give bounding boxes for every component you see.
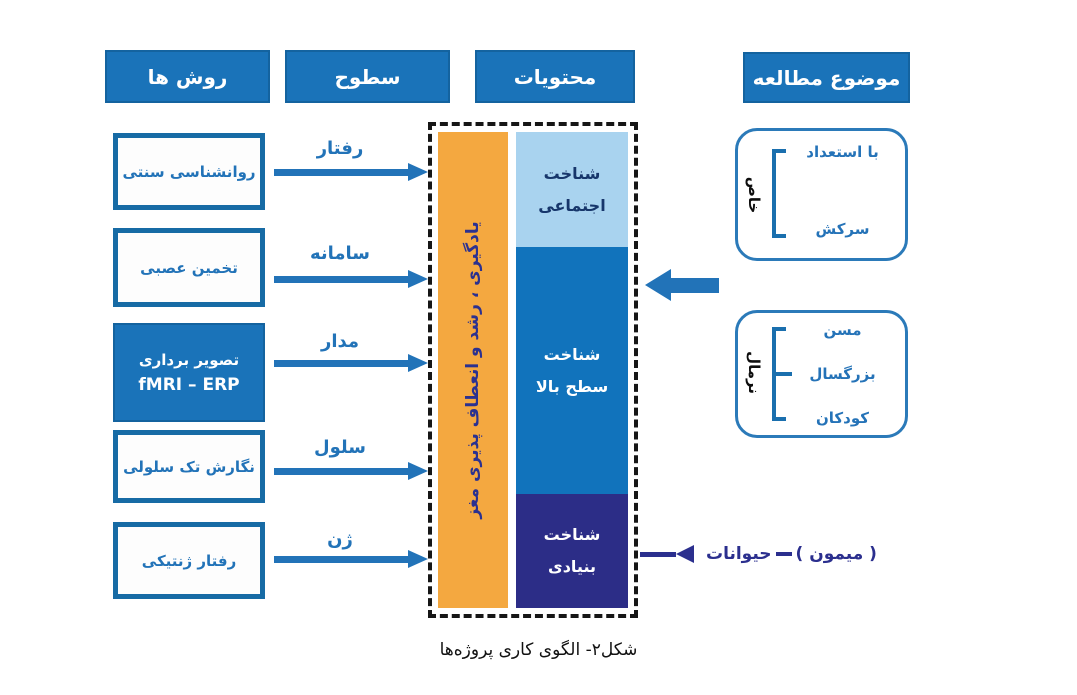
segment-line: شناخت [543,344,601,364]
arrow-right-behavior-icon [274,163,428,181]
animals-label: حیوانات [706,544,772,564]
header-study-subject: موضوع مطالعه [743,52,910,103]
bracket-icon [772,149,786,238]
arrow-left-subjects-icon [645,269,719,301]
cognition-segments: شناخت اجتماعی شناخت سطح بالا شناخت بنیاد… [516,132,628,608]
segment-line: اجتماعی [538,195,606,215]
figure-caption: شکل۲- الگوی کاری پروژه‌ها [439,640,638,660]
level-label-behavior: رفتار [316,138,364,159]
subject-box-normal: نرمال مسن بزرگسال کودکان [735,310,908,438]
subject-side-label-normal: نرمال [745,351,763,394]
header-levels: سطوح [285,50,450,103]
subject-item-elderly: مسن [823,321,862,339]
method-label: تخمین عصبی [140,258,238,277]
subject-item-children: کودکان [816,409,869,427]
arrow-left-animals-icon [640,545,694,563]
method-label: نگارش تک سلولی [123,457,255,476]
arrow-right-system-icon [274,270,428,288]
monkey-label: ( میمون ) [795,544,877,564]
method-box-neural-estimation: تخمین عصبی [113,228,265,307]
header-contents: محتویات [475,50,635,103]
contents-dashed-box: یادگیری ، رشد و انعطاف پذیری مغز شناخت ا… [428,122,638,618]
arrow-right-gene-icon [274,550,428,568]
method-label: تصویر برداری [138,350,240,369]
method-label: روانشناسی سنتی [122,162,256,181]
subject-item-adult: بزرگسال [809,365,876,383]
segment-high-level-cognition: شناخت سطح بالا [516,247,628,494]
segment-fundamental-cognition: شناخت بنیادی [516,494,628,608]
segment-line: سطح بالا [535,376,609,396]
bracket-middle-tick-icon [776,372,792,376]
connector-dash-icon [775,552,792,556]
level-label-gene: ژن [327,529,353,550]
method-box-traditional-psychology: روانشناسی سنتی [113,133,265,210]
subject-box-special: خاص با استعداد سرکش [735,128,908,261]
header-methods: روش ها [105,50,270,103]
learning-plasticity-bar: یادگیری ، رشد و انعطاف پذیری مغز [438,132,508,608]
learning-plasticity-label: یادگیری ، رشد و انعطاف پذیری مغز [463,221,483,519]
subject-side-label-special: خاص [745,176,763,213]
segment-line: شناخت [543,163,601,183]
bracket-icon [772,327,786,421]
segment-social-cognition: شناخت اجتماعی [516,132,628,247]
subject-item-gifted: با استعداد [806,143,879,161]
segment-line: بنیادی [548,557,596,576]
level-label-circuit: مدار [320,331,360,352]
method-box-genetic-behavior: رفتار ژنتیکی [113,522,265,599]
method-box-imaging: تصویر برداری fMRI – ERP [113,323,265,422]
arrow-right-circuit-icon [274,354,428,372]
animals-row: ( میمون ) حیوانات [640,536,940,572]
level-label-system: سامانه [309,243,371,264]
level-label-cell: سلول [314,437,366,458]
method-label: رفتار ژنتیکی [141,551,237,570]
segment-line: شناخت [543,525,601,544]
arrow-right-cell-icon [274,462,428,480]
subject-item-rebellious: سرکش [815,220,870,238]
method-box-single-cell-recording: نگارش تک سلولی [113,430,265,503]
method-sublabel-fmri-erp: fMRI – ERP [138,374,240,395]
